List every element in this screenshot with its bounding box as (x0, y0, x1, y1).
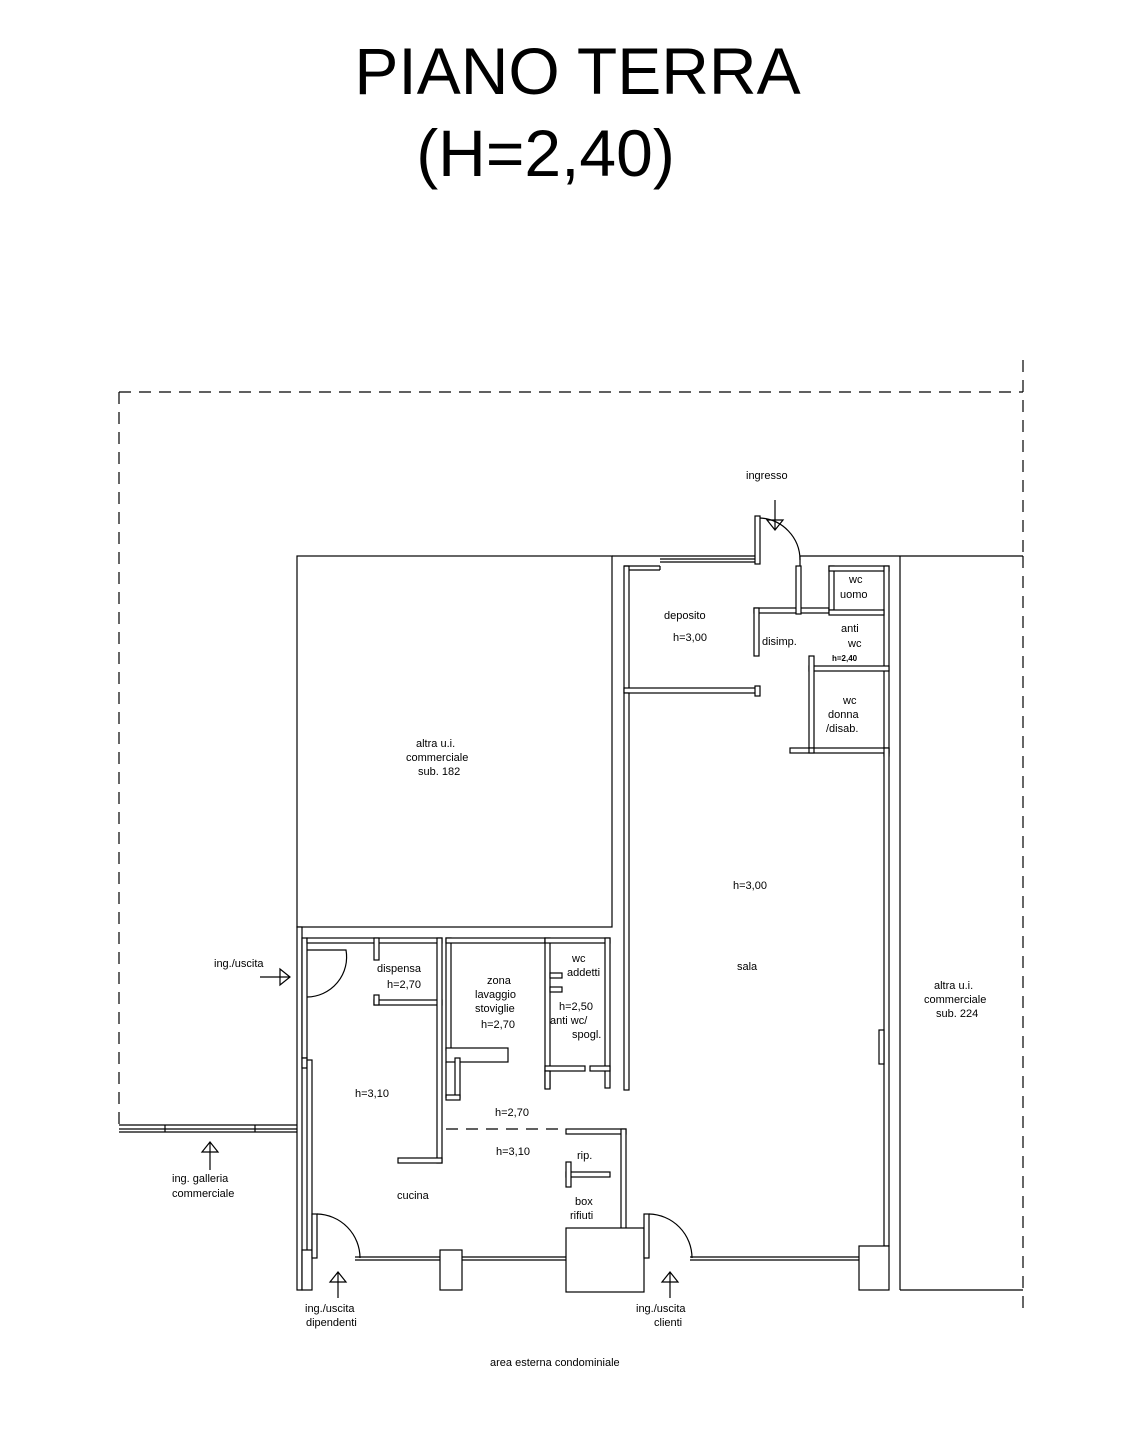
arrow-galleria (200, 1141, 220, 1170)
label-corridoio-h2: h=3,10 (496, 1146, 530, 1158)
top-walls (612, 515, 1023, 566)
rooms-wc-block (753, 565, 890, 757)
label-anti-spogl-1: anti wc/ (550, 1015, 588, 1027)
property-boundary (118, 360, 1024, 1315)
label-zona-2: lavaggio (475, 989, 516, 1001)
label-wc-donna-2: donna (828, 709, 859, 721)
label-cucina-h: h=3,10 (355, 1088, 389, 1100)
label-cucina: cucina (397, 1190, 430, 1202)
room-sala (858, 556, 1023, 1291)
room-zona-lavaggio (445, 937, 546, 1101)
label-clienti-2: clienti (654, 1317, 682, 1329)
label-galleria-2: commerciale (172, 1188, 234, 1200)
label-dipendenti-1: ing./uscita (305, 1303, 355, 1315)
unit-sub-182 (296, 555, 613, 928)
label-sub224-3: sub. 224 (936, 1008, 978, 1020)
label-zona-h: h=2,70 (481, 1019, 515, 1031)
label-corridoio-h1: h=2,70 (495, 1107, 529, 1119)
arrow-ing-uscita (260, 967, 291, 987)
label-dipendenti-2: dipendenti (306, 1317, 357, 1329)
label-anti-spogl-h: h=2,50 (559, 1001, 593, 1013)
label-anti-wc-1: anti (841, 623, 859, 635)
label-clienti-1: ing./uscita (636, 1303, 686, 1315)
label-wc-addetti-1: wc (571, 953, 586, 965)
plan-title: PIANO TERRA (354, 34, 801, 108)
label-wc-donna-3: /disab. (826, 723, 858, 735)
label-wc-uomo-2: uomo (840, 589, 868, 601)
label-area-esterna: area esterna condominiale (490, 1357, 620, 1369)
label-ingresso: ingresso (746, 470, 788, 482)
arrow-clienti (660, 1271, 680, 1298)
label-deposito-h: h=3,00 (673, 632, 707, 644)
label-ing-uscita: ing./uscita (214, 958, 264, 970)
label-wc-donna-1: wc (842, 695, 857, 707)
label-anti-wc-2: wc (847, 638, 862, 650)
label-anti-spogl-2: spogl. (572, 1029, 601, 1041)
label-sala: sala (737, 961, 758, 973)
plan-subtitle: (H=2,40) (416, 116, 675, 190)
label-dispensa-h: h=2,70 (387, 979, 421, 991)
arrow-dipendenti (328, 1271, 348, 1298)
label-dispensa: dispensa (377, 963, 422, 975)
label-sub182-3: sub. 182 (418, 766, 460, 778)
label-sala-h: h=3,00 (733, 880, 767, 892)
label-sub182-1: altra u.i. (416, 738, 455, 750)
label-wc-addetti-2: addetti (567, 967, 600, 979)
kitchen-walls (296, 926, 443, 1291)
label-disimp: disimp. (762, 636, 797, 648)
label-sub224-2: commerciale (924, 994, 986, 1006)
label-sub224-1: altra u.i. (934, 980, 973, 992)
label-zona-1: zona (487, 975, 512, 987)
label-zona-3: stoviglie (475, 1003, 515, 1015)
galleria-entrance (119, 1124, 297, 1133)
label-deposito: deposito (664, 610, 706, 622)
label-box-1: box (575, 1196, 593, 1208)
room-wc-addetti (544, 937, 611, 1090)
room-deposito (623, 565, 761, 1091)
ingresso-arrow (765, 500, 785, 531)
label-box-2: rifiuti (570, 1210, 593, 1222)
label-sub182-2: commerciale (406, 752, 468, 764)
bottom-walls (311, 1213, 859, 1291)
label-galleria-1: ing. galleria (172, 1173, 229, 1185)
label-anti-wc-h: h=2,40 (832, 654, 858, 663)
label-wc-uomo-1: wc (848, 574, 863, 586)
label-rip: rip. (577, 1150, 592, 1162)
